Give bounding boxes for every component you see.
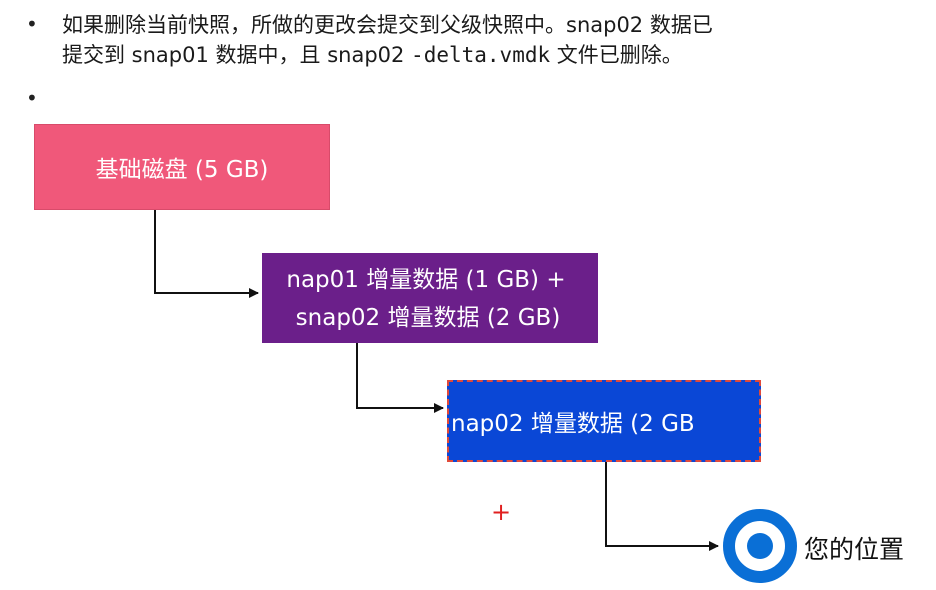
connector-snap02-to-marker (605, 462, 719, 551)
base-disk-label: 基础磁盘 (5 GB) (95, 157, 269, 183)
bullet-line-2-end: 文件已删除。 (550, 43, 683, 67)
snap02-label: nap02 增量数据 (2 GB (451, 411, 695, 437)
cursor-crosshair: + (491, 498, 512, 526)
bullet-marker-1: • (26, 12, 38, 36)
snap01-label-line2: snap02 增量数据 (2 GB) (295, 305, 561, 331)
bullet-line-1: 如果删除当前快照，所做的更改会提交到父级快照中。snap02 数据已 (62, 13, 713, 37)
base-disk-box: 基础磁盘 (5 GB) (34, 124, 330, 210)
target-icon (723, 509, 797, 583)
connector-base-to-snap01 (154, 210, 259, 298)
bullet-marker-2: • (26, 86, 38, 110)
delta-filename: -delta.vmdk (411, 43, 551, 67)
bullet-line-2: 提交到 snap01 数据中，且 snap02 -delta.vmdk 文件已删… (62, 40, 922, 70)
bullet-line-2-start: 提交到 snap01 数据中，且 snap02 (62, 43, 412, 67)
snap01-label-line1: nap01 增量数据 (1 GB) + (286, 267, 566, 293)
connector-snap01-to-snap02 (356, 343, 444, 413)
bullet-text-1: 如果删除当前快照，所做的更改会提交到父级快照中。snap02 数据已 提交到 s… (62, 10, 922, 70)
snap01-box: nap01 增量数据 (1 GB) + snap02 增量数据 (2 GB) (262, 253, 598, 343)
snap02-box-selected[interactable]: nap02 增量数据 (2 GB (447, 380, 761, 462)
you-are-here-label: 您的位置 (804, 535, 905, 564)
